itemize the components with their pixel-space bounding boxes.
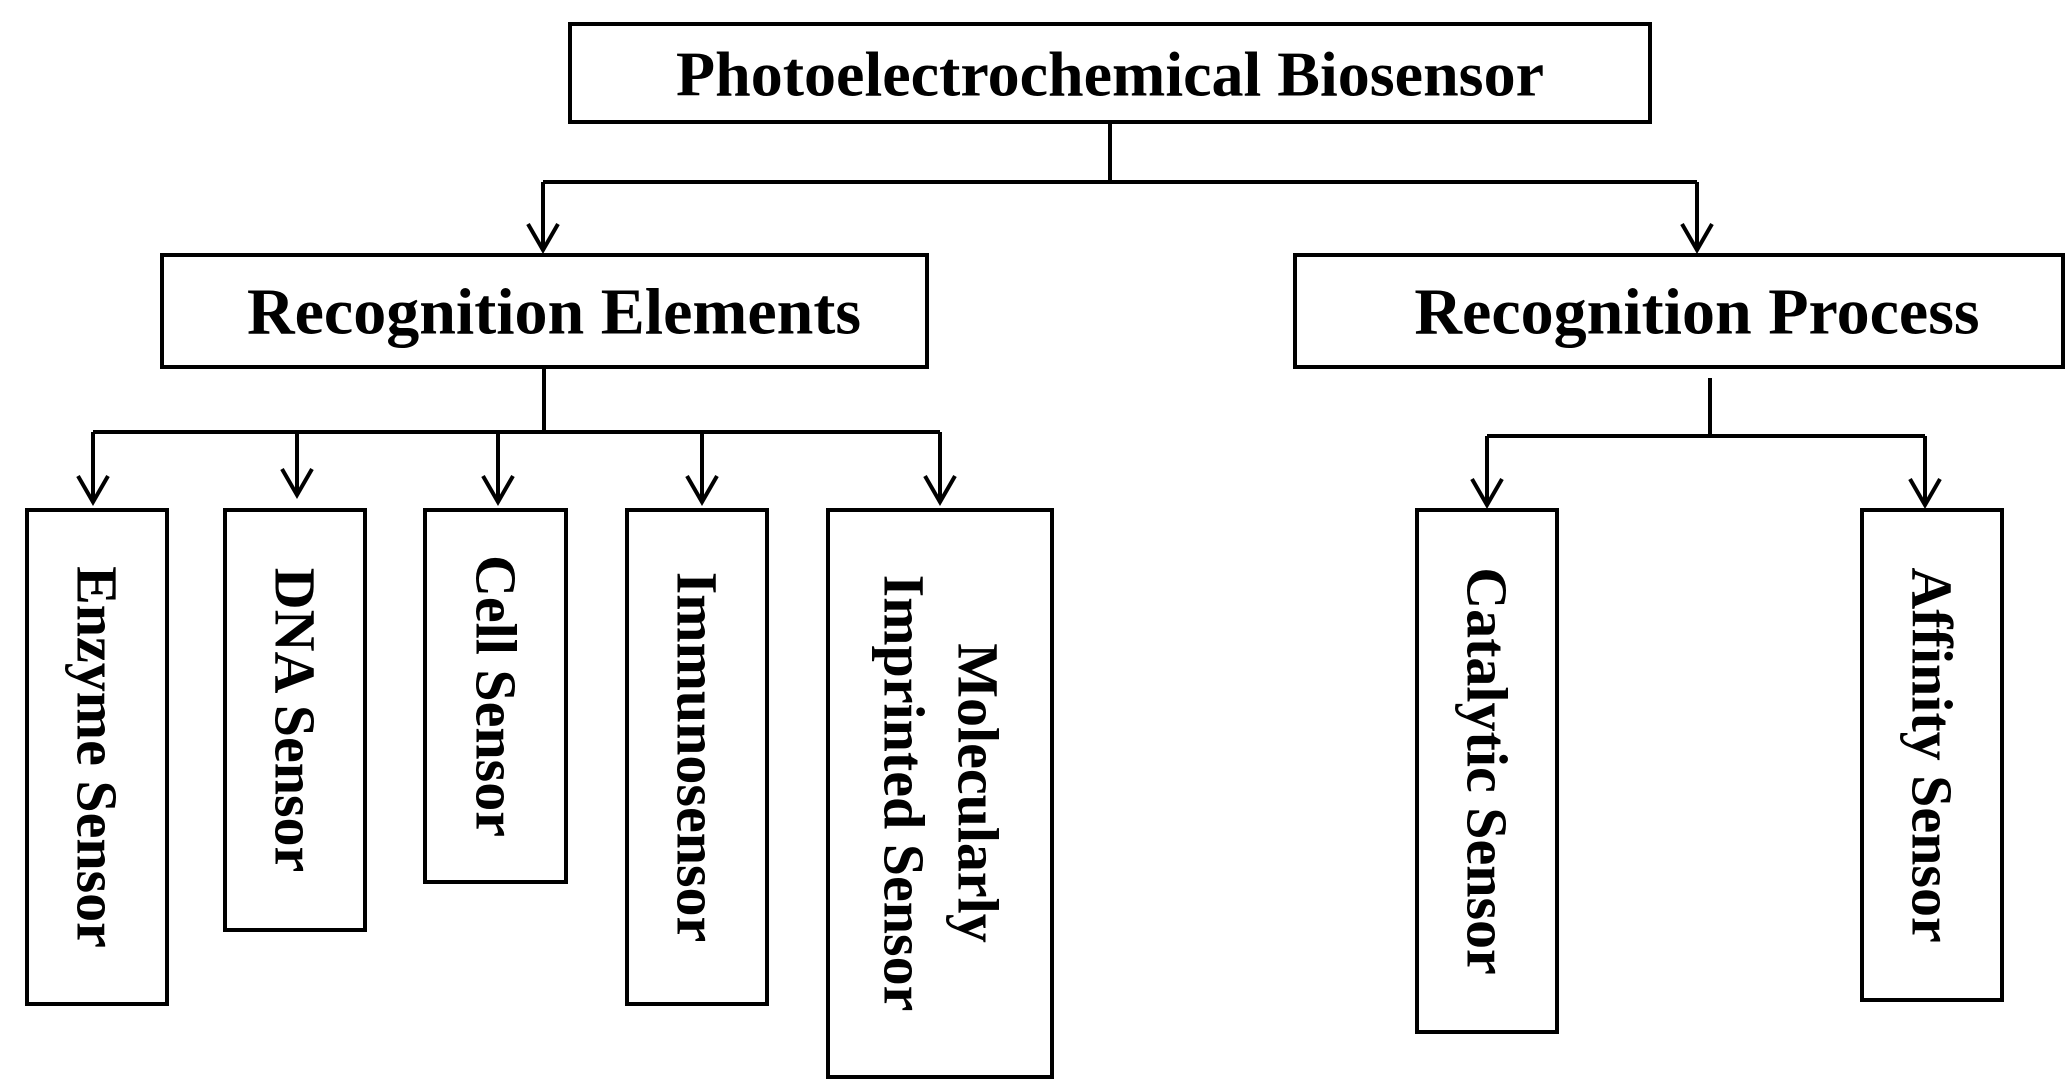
immunosensor-box	[625, 508, 769, 1006]
affinity-sensor-box	[1860, 508, 2004, 1002]
arrowhead-enzyme	[76, 475, 110, 507]
arrowhead-affinity	[1908, 478, 1942, 510]
affinity-sensor-label: Affinity Sensor	[1900, 567, 1965, 942]
root-node: Photoelectrochemical Biosensor	[568, 22, 1652, 124]
cell-sensor-box	[423, 508, 568, 884]
recognition-elements-box	[160, 253, 929, 369]
arrowhead-dna	[280, 468, 314, 500]
catalytic-sensor-label: Catalytic Sensor	[1455, 567, 1520, 975]
arrowhead-molecularly	[923, 475, 957, 507]
catalytic-sensor-box	[1415, 508, 1559, 1034]
enzyme-sensor-box	[25, 508, 169, 1006]
dna-sensor-label: DNA Sensor	[263, 568, 328, 873]
cell-sensor-label: Cell Sensor	[464, 555, 529, 837]
leaf-dna-sensor: DNA Sensor	[223, 508, 367, 932]
leaf-catalytic-sensor: Catalytic Sensor	[1415, 508, 1559, 1034]
dna-sensor-box	[223, 508, 367, 932]
leaf-affinity-sensor: Affinity Sensor	[1860, 508, 2004, 1002]
arrowhead-cell	[481, 475, 515, 507]
molecularly-imprinted-sensor-label-line-1: Molecularly	[946, 643, 1011, 943]
leaf-cell-sensor: Cell Sensor	[423, 508, 568, 884]
leaf-enzyme-sensor: Enzyme Sensor	[25, 508, 169, 1006]
immunosensor-label: Immunosensor	[665, 572, 730, 943]
arrowhead-immuno	[685, 475, 719, 507]
leaf-immunosensor: Immunosensor	[625, 508, 769, 1006]
leaf-molecularly-imprinted-sensor: Molecularly Imprinted Sensor	[826, 508, 1054, 1079]
branch-recognition-elements: Recognition Elements	[160, 253, 929, 369]
recognition-process-label: Recognition Process	[1414, 276, 1979, 349]
molecularly-imprinted-sensor-box	[826, 508, 1054, 1079]
elements-connectors	[76, 367, 957, 507]
root-box	[568, 22, 1652, 124]
arrowhead-recognition-process	[1680, 223, 1714, 255]
process-connectors	[1470, 378, 1942, 510]
enzyme-sensor-label: Enzyme Sensor	[65, 566, 130, 948]
recognition-elements-label: Recognition Elements	[247, 276, 861, 349]
root-connectors	[526, 122, 1714, 255]
molecularly-imprinted-sensor-label-line-2: Imprinted Sensor	[872, 575, 937, 1012]
arrowhead-recognition-elements	[526, 223, 560, 255]
arrowhead-catalytic	[1470, 478, 1504, 510]
recognition-process-box	[1293, 253, 2065, 369]
branch-recognition-process: Recognition Process	[1293, 253, 2065, 369]
root-label: Photoelectrochemical Biosensor	[676, 39, 1544, 110]
